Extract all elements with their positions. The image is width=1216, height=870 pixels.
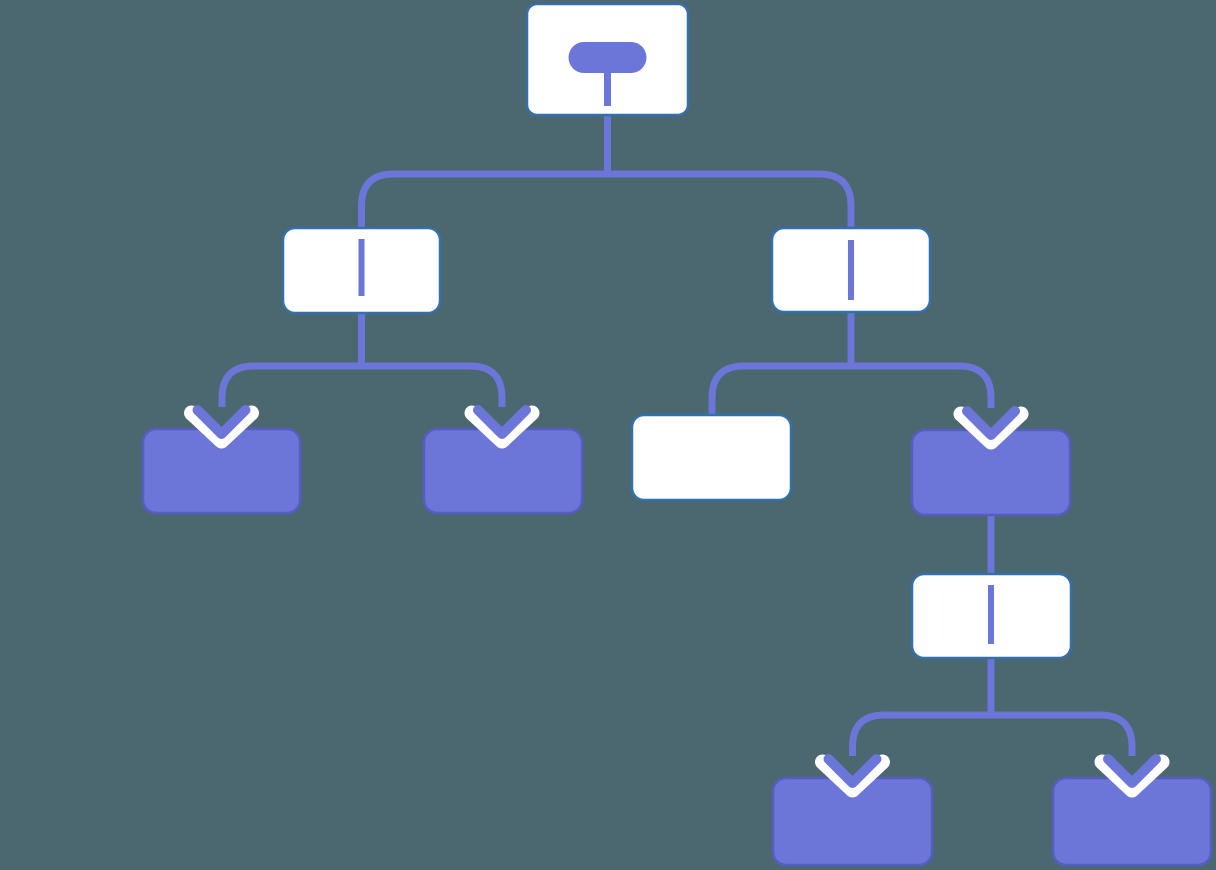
connector-branch-lower-to-leaves	[849, 711, 1136, 756]
chevron-purple	[823, 754, 882, 788]
arrow-down-icon	[184, 405, 259, 449]
chevron-purple	[1103, 754, 1161, 788]
connector-branch-left-to-leaves	[218, 362, 506, 407]
node-plain	[630, 413, 793, 502]
node-mid	[910, 406, 1072, 517]
node-leaf-a	[141, 405, 302, 515]
arrow-down-icon	[953, 406, 1029, 450]
chevron-white	[815, 754, 890, 798]
chevron-white	[184, 405, 259, 449]
chevron-purple	[192, 405, 251, 439]
node-branch-left	[281, 226, 442, 315]
node-root	[525, 2, 690, 117]
node-leaf-d	[1051, 754, 1213, 867]
connectors	[218, 116, 1136, 756]
arrow-down-icon	[464, 405, 540, 449]
chevron-white	[464, 405, 540, 449]
chevron-white	[953, 406, 1029, 450]
connector-root-to-branches	[358, 170, 855, 228]
node-plain-box[interactable]	[630, 413, 793, 502]
node-branch-lower	[910, 572, 1073, 660]
connector-branch-right-to-children	[708, 362, 995, 415]
arrow-down-icon	[1094, 754, 1170, 798]
root-pill-stem	[604, 56, 611, 106]
node-branch-right	[770, 226, 932, 314]
node-leaf-b	[422, 405, 584, 515]
chevron-white	[1094, 754, 1170, 798]
chevron-purple	[962, 406, 1020, 440]
node-leaf-c	[771, 754, 934, 867]
root-pill-icon	[568, 42, 647, 106]
chevron-purple	[473, 405, 531, 439]
arrow-down-icon	[815, 754, 890, 798]
